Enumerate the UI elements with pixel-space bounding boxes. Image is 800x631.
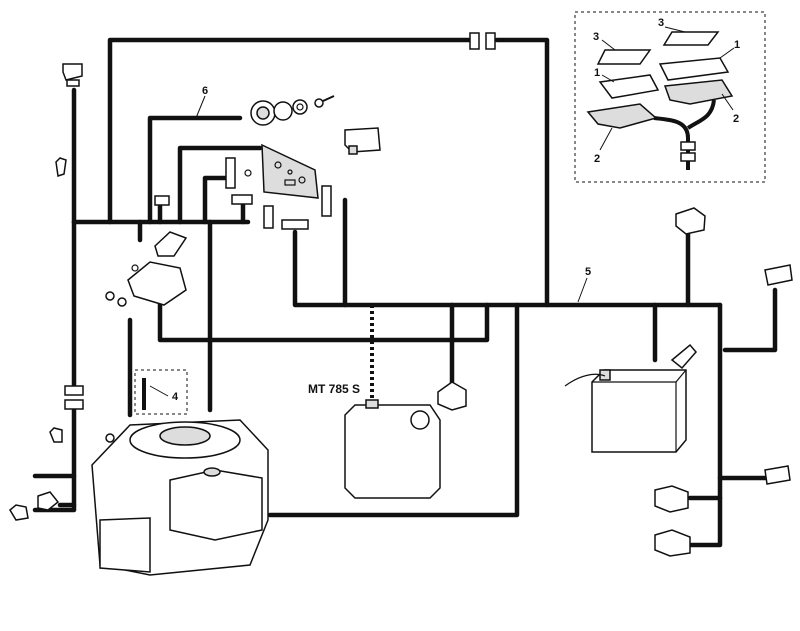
right-connector-icon (764, 264, 793, 286)
connector-small (154, 195, 170, 206)
label-harness-main: 5 (585, 266, 591, 278)
right-switch-mid-icon (654, 485, 689, 513)
gasket-right-icon (663, 79, 734, 105)
label-cover-left: 3 (593, 31, 599, 43)
leader-harness-dash (195, 95, 206, 119)
cover-right-icon (662, 31, 720, 46)
right-switch-top-icon (675, 207, 706, 235)
model-note: MT 785 S (308, 382, 360, 396)
relay-switch-icon (344, 127, 381, 155)
right-switch-low-icon (654, 529, 691, 557)
label-harness-dash: 6 (202, 85, 208, 97)
clip-icon (55, 157, 67, 177)
ignition-key-icon (250, 95, 335, 126)
membrane-left-icon (598, 74, 660, 99)
engine-icon (91, 419, 269, 576)
left-connector (64, 385, 84, 410)
label-fuse: 4 (172, 391, 179, 403)
circuit-board-icon (244, 143, 319, 199)
fuse-box-callout (134, 369, 188, 415)
connector-board-lower (281, 219, 309, 230)
battery-icon (564, 343, 697, 453)
right-sensor-icon (764, 465, 791, 485)
connector-board (321, 185, 332, 217)
top-connector (469, 32, 496, 50)
connector-vertical (225, 157, 236, 189)
membrane-right-icon (658, 57, 730, 81)
inset-panel (574, 11, 766, 183)
label-gasket-left: 2 (594, 153, 600, 165)
headlight-bulb-icon (9, 491, 60, 521)
label-membrane-right: 1 (734, 39, 740, 51)
clip-lower-icon (49, 427, 63, 443)
cover-left-icon (596, 49, 652, 65)
solenoid-icon (105, 231, 188, 307)
wiring-harness (32, 37, 778, 548)
rocker-switch-icon (62, 63, 83, 87)
seat-switch-icon (437, 381, 467, 411)
label-gasket-right: 2 (733, 113, 739, 125)
label-cover-right: 3 (658, 17, 664, 29)
connector-horizontal (231, 194, 253, 205)
label-membrane-left: 1 (594, 67, 600, 79)
connector-plug (263, 205, 274, 229)
leader-harness-main (577, 277, 588, 303)
gasket-left-icon (586, 103, 658, 129)
fuel-tank-icon (344, 399, 441, 499)
